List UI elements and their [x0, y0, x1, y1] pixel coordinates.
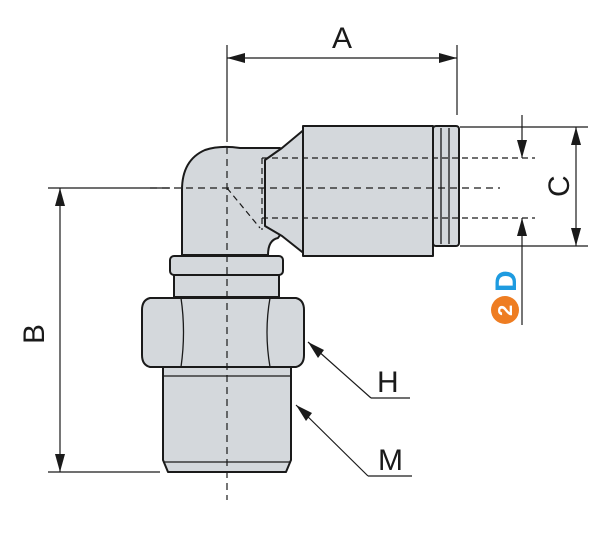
dimension-a: A — [226, 22, 458, 135]
tube-socket-body — [302, 125, 434, 257]
elbow-body — [181, 145, 283, 256]
d-badge-circle — [491, 296, 519, 324]
fitting-body — [141, 125, 460, 473]
label-a: A — [332, 22, 352, 55]
d-badge-number: 2 — [495, 305, 517, 316]
label-b: B — [18, 324, 51, 344]
leader-m: M — [295, 404, 412, 477]
center-lines — [150, 135, 535, 500]
label-h: H — [377, 366, 399, 399]
label-m: M — [378, 444, 403, 477]
label-d: D — [490, 270, 523, 292]
leader-h: H — [307, 341, 410, 399]
dimension-d: D 2 — [490, 115, 527, 325]
dimension-b: B — [18, 187, 170, 473]
release-ring — [432, 125, 460, 247]
dimension-c: C — [460, 126, 588, 247]
hex-nut — [141, 297, 305, 368]
label-c: C — [543, 175, 576, 197]
threaded-body — [162, 366, 292, 473]
